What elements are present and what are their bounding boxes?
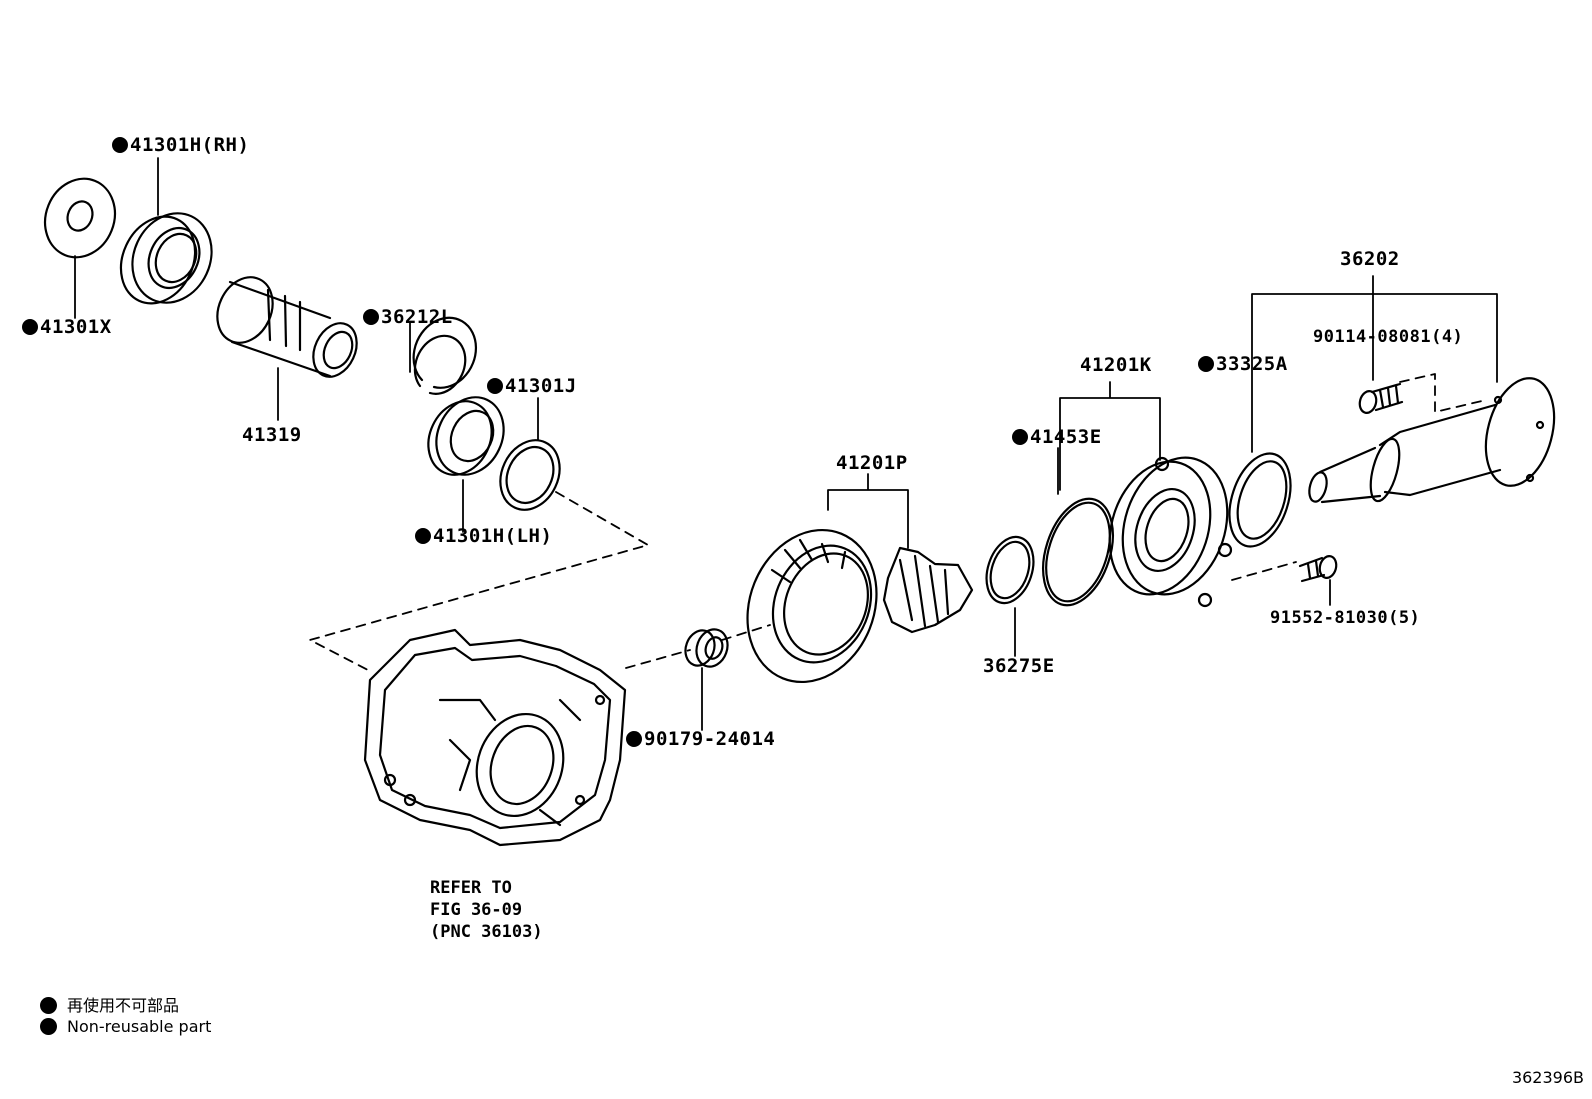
label-41301h-lh: 41301H(LH): [415, 527, 552, 546]
label-36212l: 36212L: [363, 308, 453, 327]
non-reusable-dot-icon: [112, 137, 128, 153]
non-reusable-dot-icon: [1198, 356, 1214, 372]
bolt-91552: [1298, 555, 1338, 583]
bearing-41301h-lh: [427, 396, 505, 476]
non-reusable-dot-icon: [626, 731, 642, 747]
gasket-36275e: [985, 535, 1035, 605]
non-reusable-dot-icon: [415, 528, 431, 544]
transfer-case-housing: [363, 628, 627, 847]
label-41453e: 41453E: [1012, 428, 1102, 447]
shaft-41319: [216, 276, 358, 378]
bearing-41301h-rh: [119, 212, 213, 305]
label-41319: 41319: [242, 424, 302, 446]
dashed-assembly-lines: [309, 373, 1487, 671]
figure-id: 362396B: [1511, 1068, 1584, 1087]
label-41201p: 41201P: [836, 452, 908, 474]
leader-lines: [74, 157, 1498, 731]
oil-seal-90179: [684, 628, 729, 668]
o-ring-41453e: [1042, 497, 1114, 607]
label-36275e: 36275E: [983, 655, 1055, 677]
washer-41301x: [43, 177, 117, 259]
label-41301x: 41301X: [22, 318, 112, 337]
oil-seal-33325a: [1228, 452, 1292, 548]
non-reusable-dot-icon: [22, 319, 38, 335]
refer-note: REFER TO FIG 36-09 (PNC 36103): [430, 878, 543, 942]
legend-jp: 再使用不可部品: [40, 992, 179, 1016]
bearing-cover-41201k: [1108, 456, 1233, 608]
label-41301j: 41301J: [487, 377, 577, 396]
label-90114-08081: 90114-08081(4): [1313, 327, 1464, 347]
snap-ring-36212l: [412, 316, 478, 395]
label-41201k: 41201K: [1080, 354, 1152, 376]
non-reusable-dot-icon: [1012, 429, 1028, 445]
bolt-90114: [1358, 382, 1404, 414]
label-90179-24014: 90179-24014: [626, 730, 775, 749]
label-41301h-rh: 41301H(RH): [112, 136, 249, 155]
non-reusable-dot-icon: [363, 309, 379, 325]
washer-41301j: [499, 439, 561, 511]
label-33325a: 33325A: [1198, 355, 1288, 374]
non-reusable-dot-icon: [487, 378, 503, 394]
label-91552-81030: 91552-81030(5): [1270, 608, 1421, 628]
legend-en: Non-reusable part: [40, 1017, 211, 1036]
non-reusable-dot-icon: [40, 997, 57, 1014]
ring-gear-41201p: [746, 528, 974, 684]
output-shaft-36202: [1308, 377, 1556, 504]
label-36202: 36202: [1340, 248, 1400, 270]
non-reusable-dot-icon: [40, 1018, 57, 1035]
